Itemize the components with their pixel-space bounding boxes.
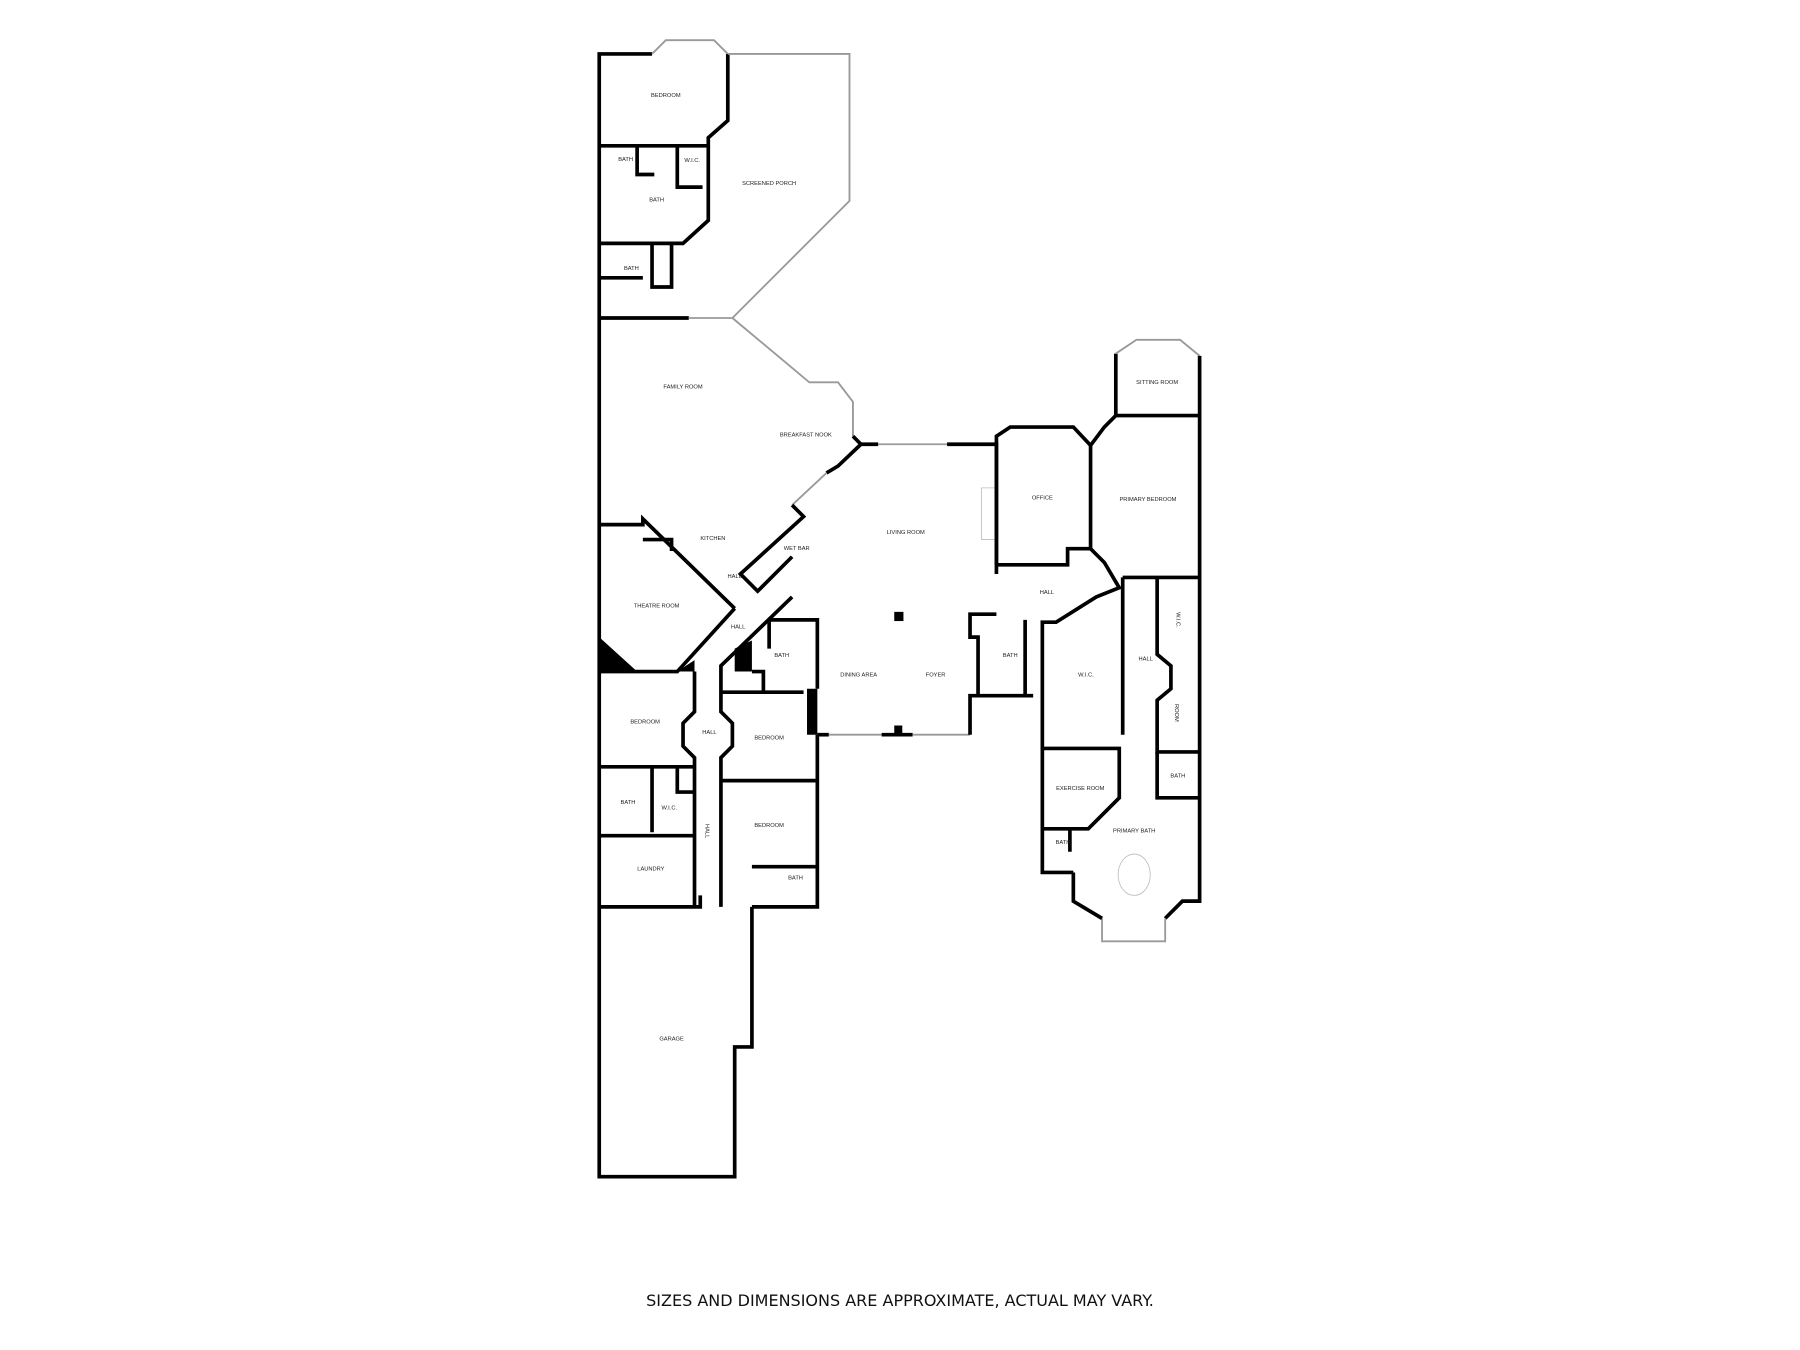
room-label: FOYER bbox=[926, 673, 946, 679]
room-label: BATH bbox=[649, 197, 664, 203]
room-label: BATH bbox=[774, 653, 789, 659]
room-label: BATH bbox=[621, 800, 636, 806]
room-label: PRIMARY BEDROOM bbox=[1119, 497, 1176, 503]
room-label: GARAGE bbox=[659, 1036, 684, 1042]
room-label: THEATRE ROOM bbox=[634, 604, 680, 610]
room-label: BATH bbox=[788, 876, 803, 882]
room-label: ROOM bbox=[1173, 704, 1179, 722]
room-label: WET BAR bbox=[784, 546, 810, 552]
room-label: SITTING ROOM bbox=[1136, 380, 1178, 386]
room-label: LIVING ROOM bbox=[887, 530, 925, 536]
room-label: BEDROOM bbox=[651, 93, 681, 99]
room-label: HALL bbox=[702, 730, 716, 736]
room-labels: BEDROOM SCREENED PORCH BATH W.I.C. BATH … bbox=[618, 93, 1185, 1043]
room-label: HALL bbox=[1040, 590, 1054, 596]
room-label: BEDROOM bbox=[754, 736, 784, 742]
room-label: BATH bbox=[1170, 774, 1185, 780]
room-label: SCREENED PORCH bbox=[742, 181, 796, 187]
room-label: W.I.C. bbox=[661, 806, 677, 812]
room-label: BATH bbox=[1056, 840, 1071, 846]
room-label: PRIMARY BATH bbox=[1113, 829, 1155, 835]
room-label: FAMILY ROOM bbox=[663, 384, 702, 390]
room-label: W.I.C. bbox=[1174, 612, 1180, 628]
room-label: BREAKFAST NOOK bbox=[780, 433, 832, 439]
room-label: HALL bbox=[731, 624, 745, 630]
room-label: HALL bbox=[704, 824, 710, 838]
room-label: BATH bbox=[1003, 653, 1018, 659]
room-label: BATH bbox=[618, 157, 633, 163]
room-label: LAUNDRY bbox=[637, 867, 664, 873]
room-label: EXERCISE ROOM bbox=[1056, 786, 1105, 792]
walls bbox=[597, 39, 1202, 1179]
disclaimer-text: SIZES AND DIMENSIONS ARE APPROXIMATE, AC… bbox=[646, 1291, 1154, 1310]
room-label: BEDROOM bbox=[754, 823, 784, 829]
room-label: OFFICE bbox=[1032, 496, 1053, 502]
room-label: DINING AREA bbox=[840, 673, 877, 679]
room-label: BEDROOM bbox=[630, 720, 660, 726]
room-label: KITCHEN bbox=[700, 536, 725, 542]
room-label: HALL bbox=[728, 574, 742, 580]
room-label: W.I.C. bbox=[684, 158, 700, 164]
room-label: BATH bbox=[624, 266, 639, 272]
room-label: HALL bbox=[1139, 656, 1153, 662]
room-label: W.I.C. bbox=[1078, 673, 1094, 679]
